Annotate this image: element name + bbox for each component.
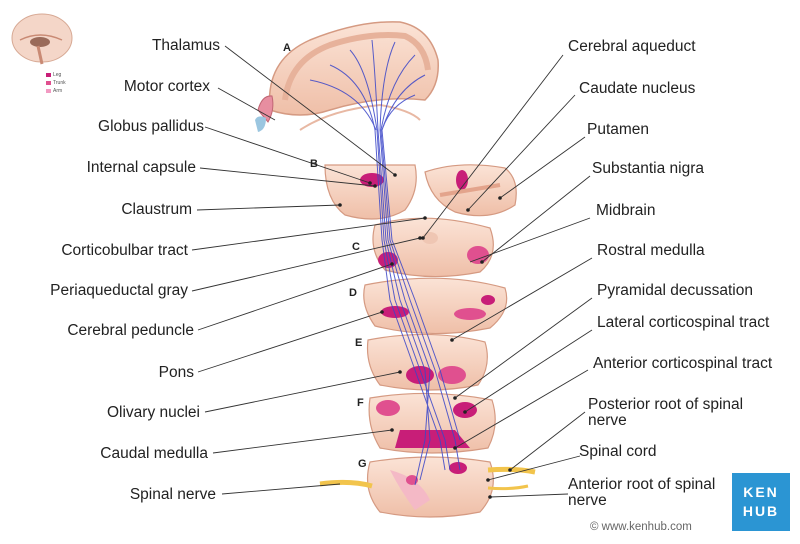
leader-lines bbox=[191, 45, 593, 498]
copyright-text: © www.kenhub.com bbox=[590, 521, 692, 533]
section-f-caudal-medulla bbox=[368, 392, 496, 454]
corticospinal-fibers bbox=[309, 39, 461, 486]
logo-line-2: HUB bbox=[742, 503, 780, 519]
legend-arm: Arm bbox=[53, 88, 63, 94]
label-anterior-corticospinal-tract: Anterior corticospinal tract bbox=[593, 355, 773, 372]
label-putamen: Putamen bbox=[587, 121, 650, 138]
label-pyramidal-decussation: Pyramidal decussation bbox=[597, 282, 753, 299]
label-midbrain: Midbrain bbox=[596, 202, 656, 219]
section-g-spinal-cord bbox=[319, 456, 536, 518]
label-olivary-nuclei: Olivary nuclei bbox=[106, 404, 200, 421]
label-internal-capsule: Internal capsule bbox=[86, 159, 196, 176]
label-posterior-root: Posterior root of spinal nerve bbox=[588, 396, 744, 429]
label-claustrum: Claustrum bbox=[121, 201, 192, 218]
label-cerebral-aqueduct: Cerebral aqueduct bbox=[568, 38, 696, 55]
section-letter-d: D bbox=[349, 287, 357, 299]
logo-line-1: KEN bbox=[743, 484, 779, 500]
label-corticobulbar-tract: Corticobulbar tract bbox=[61, 242, 188, 259]
section-b-internal-capsule bbox=[324, 164, 517, 220]
section-a-cortex bbox=[255, 21, 439, 132]
label-thalamus: Thalamus bbox=[151, 37, 220, 54]
label-caudate-nucleus: Caudate nucleus bbox=[579, 80, 696, 97]
legend-swatches bbox=[46, 73, 51, 93]
section-letter-c: C bbox=[352, 241, 360, 253]
leader-dots bbox=[338, 173, 512, 499]
label-rostral-medulla: Rostral medulla bbox=[597, 242, 705, 259]
section-letter-f: F bbox=[357, 397, 364, 409]
inset-brain-icon bbox=[11, 13, 73, 65]
section-letter-e: E bbox=[355, 337, 363, 349]
label-lateral-corticospinal-tract: Lateral corticospinal tract bbox=[597, 314, 770, 331]
label-pons: Pons bbox=[158, 364, 194, 381]
label-spinal-nerve: Spinal nerve bbox=[129, 486, 216, 503]
label-spinal-cord: Spinal cord bbox=[579, 443, 657, 460]
label-substantia-nigra: Substantia nigra bbox=[592, 160, 705, 177]
label-periaqueductal-gray: Periaqueductal gray bbox=[50, 282, 188, 299]
kenhub-logo[interactable]: KEN HUB bbox=[732, 473, 790, 531]
label-caudal-medulla: Caudal medulla bbox=[100, 445, 208, 462]
section-letter-b: B bbox=[310, 158, 318, 170]
section-letter-g: G bbox=[358, 458, 367, 470]
legend-leg: Leg bbox=[53, 72, 62, 78]
label-globus-pallidus: Globus pallidus bbox=[98, 118, 204, 135]
label-cerebral-peduncle: Cerebral peduncle bbox=[67, 322, 194, 339]
section-letter-a: A bbox=[283, 42, 291, 54]
label-anterior-root: Anterior root of spinal nerve bbox=[568, 476, 716, 509]
label-motor-cortex: Motor cortex bbox=[123, 78, 210, 95]
section-d-pons bbox=[363, 277, 508, 335]
legend-trunk: Trunk bbox=[53, 80, 66, 86]
